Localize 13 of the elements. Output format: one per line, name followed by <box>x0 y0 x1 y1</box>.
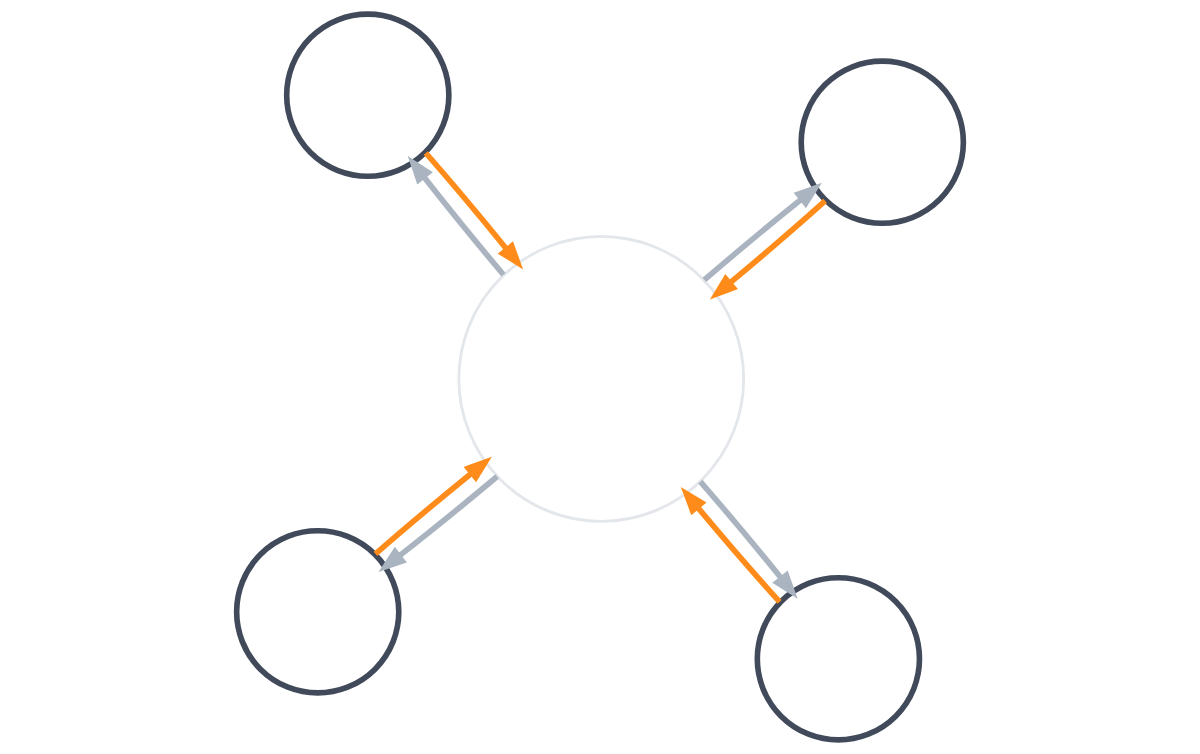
arrow <box>407 156 506 277</box>
node-circle <box>457 235 746 523</box>
node-person <box>283 11 452 180</box>
arrow <box>680 487 782 604</box>
arrow <box>709 198 827 300</box>
node-person <box>233 527 402 696</box>
arrow <box>702 182 822 283</box>
node-person <box>754 574 923 743</box>
arrow <box>698 479 798 599</box>
arrow <box>373 456 492 557</box>
arrow <box>378 474 499 572</box>
node-person <box>798 58 967 227</box>
arrow <box>423 151 524 270</box>
